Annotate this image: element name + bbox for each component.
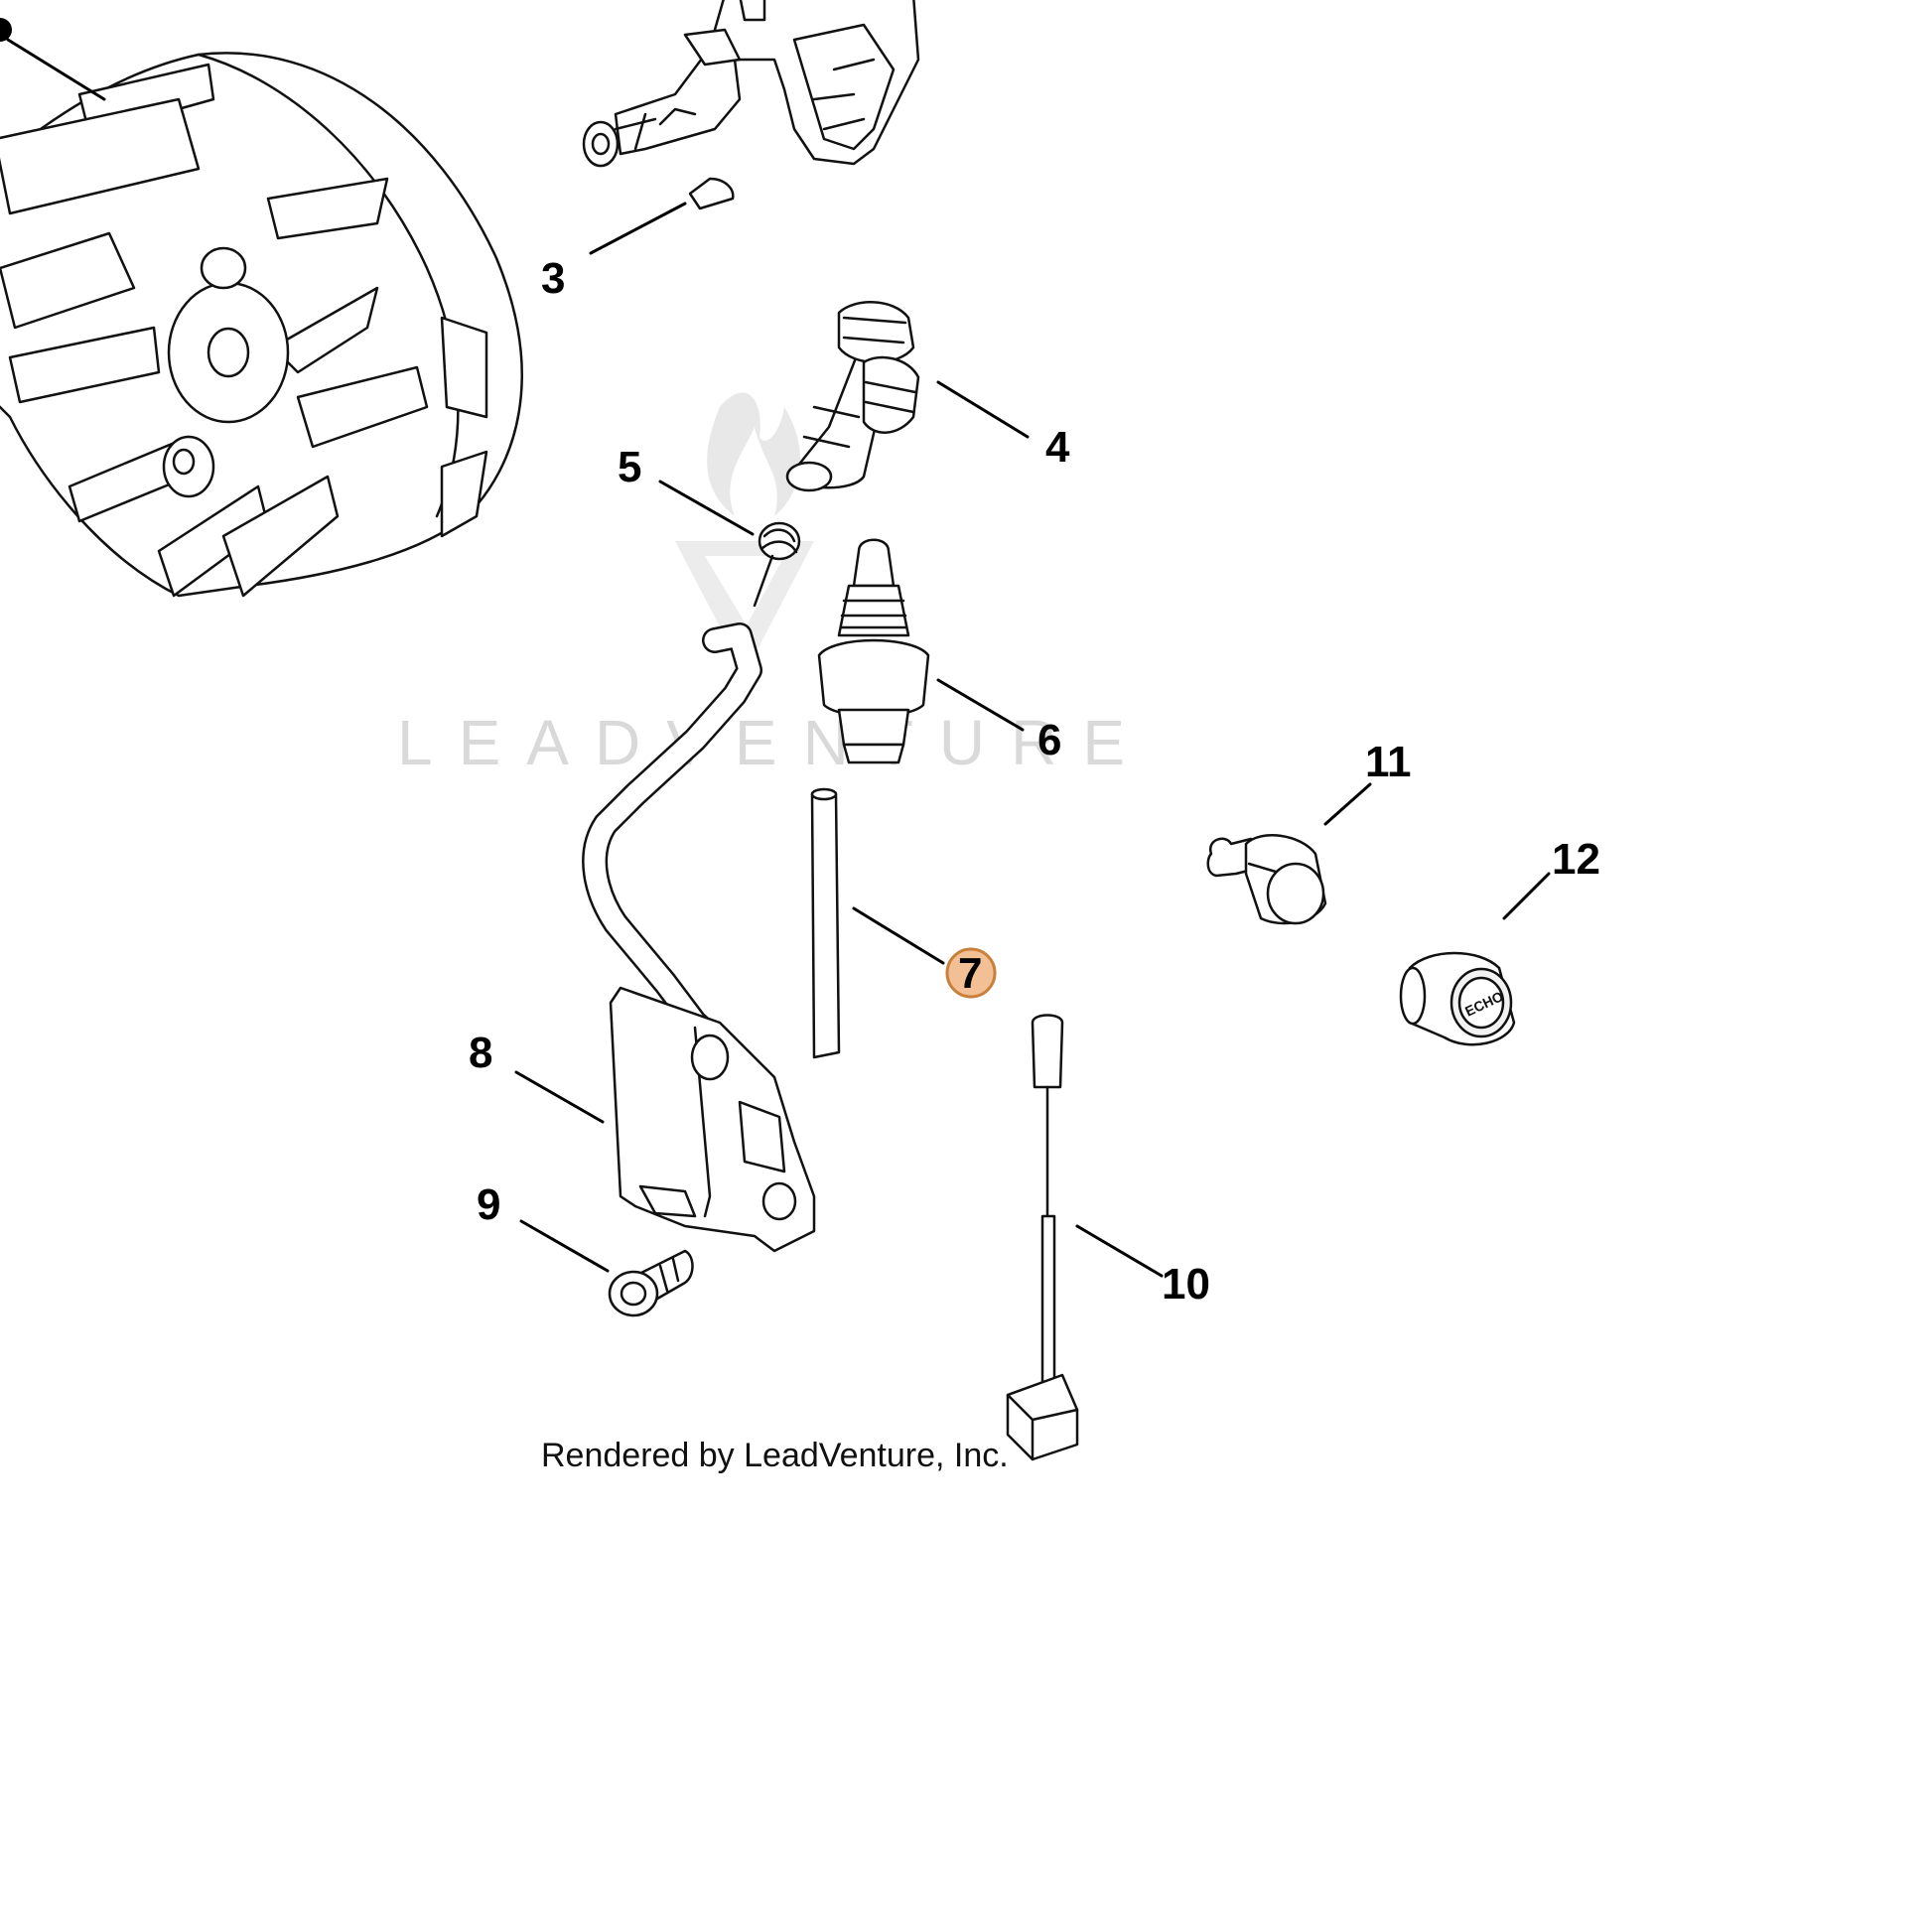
leader-line-4 (936, 380, 1030, 439)
part-3-key[interactable] (688, 177, 735, 210)
leader-line-5 (658, 480, 755, 536)
callout-7-highlight[interactable]: 7 (945, 947, 997, 999)
leader-line-12 (1502, 872, 1551, 920)
part-10-wire-terminal[interactable] (1006, 1014, 1079, 1461)
part-9-bolt[interactable] (608, 1249, 694, 1317)
callout-5[interactable]: 5 (618, 443, 641, 491)
leader-line-3 (589, 202, 687, 255)
callout-3[interactable]: 3 (541, 254, 565, 303)
part-7-tube[interactable] (810, 787, 841, 1059)
crankshaft-part[interactable] (582, 0, 920, 168)
callout-7: 7 (958, 949, 982, 998)
part-5-spring[interactable] (753, 521, 801, 608)
leader-line-7 (852, 906, 945, 965)
callout-cutoff-marker (0, 18, 12, 42)
leader-line-9 (519, 1219, 610, 1273)
part-8-ignition-module[interactable] (582, 622, 816, 1253)
watermark-logo-icon (675, 392, 814, 655)
leader-line-cutoff (6, 38, 106, 101)
callout-10[interactable]: 10 (1162, 1260, 1210, 1309)
leader-line-8 (514, 1070, 605, 1124)
leader-line-10 (1075, 1224, 1164, 1278)
callout-8[interactable]: 8 (469, 1029, 492, 1077)
leader-line-6 (936, 678, 1025, 732)
callout-7-badge (945, 947, 997, 999)
callout-12[interactable]: 12 (1552, 835, 1600, 884)
leader-line-11 (1323, 782, 1372, 826)
callout-6[interactable]: 6 (1037, 716, 1061, 764)
callout-11[interactable]: 11 (1365, 738, 1412, 786)
part-11-button[interactable] (1206, 834, 1327, 925)
credit-text: Rendered by LeadVenture, Inc. (541, 1437, 1009, 1474)
callout-9[interactable]: 9 (477, 1180, 500, 1229)
part-6-spark-plug[interactable] (817, 538, 930, 764)
part-4-spark-plug-boot[interactable] (785, 301, 920, 492)
flywheel-part[interactable] (0, 52, 523, 598)
part-12-cap[interactable]: ECHO (1399, 951, 1516, 1046)
callout-4[interactable]: 4 (1045, 423, 1070, 472)
